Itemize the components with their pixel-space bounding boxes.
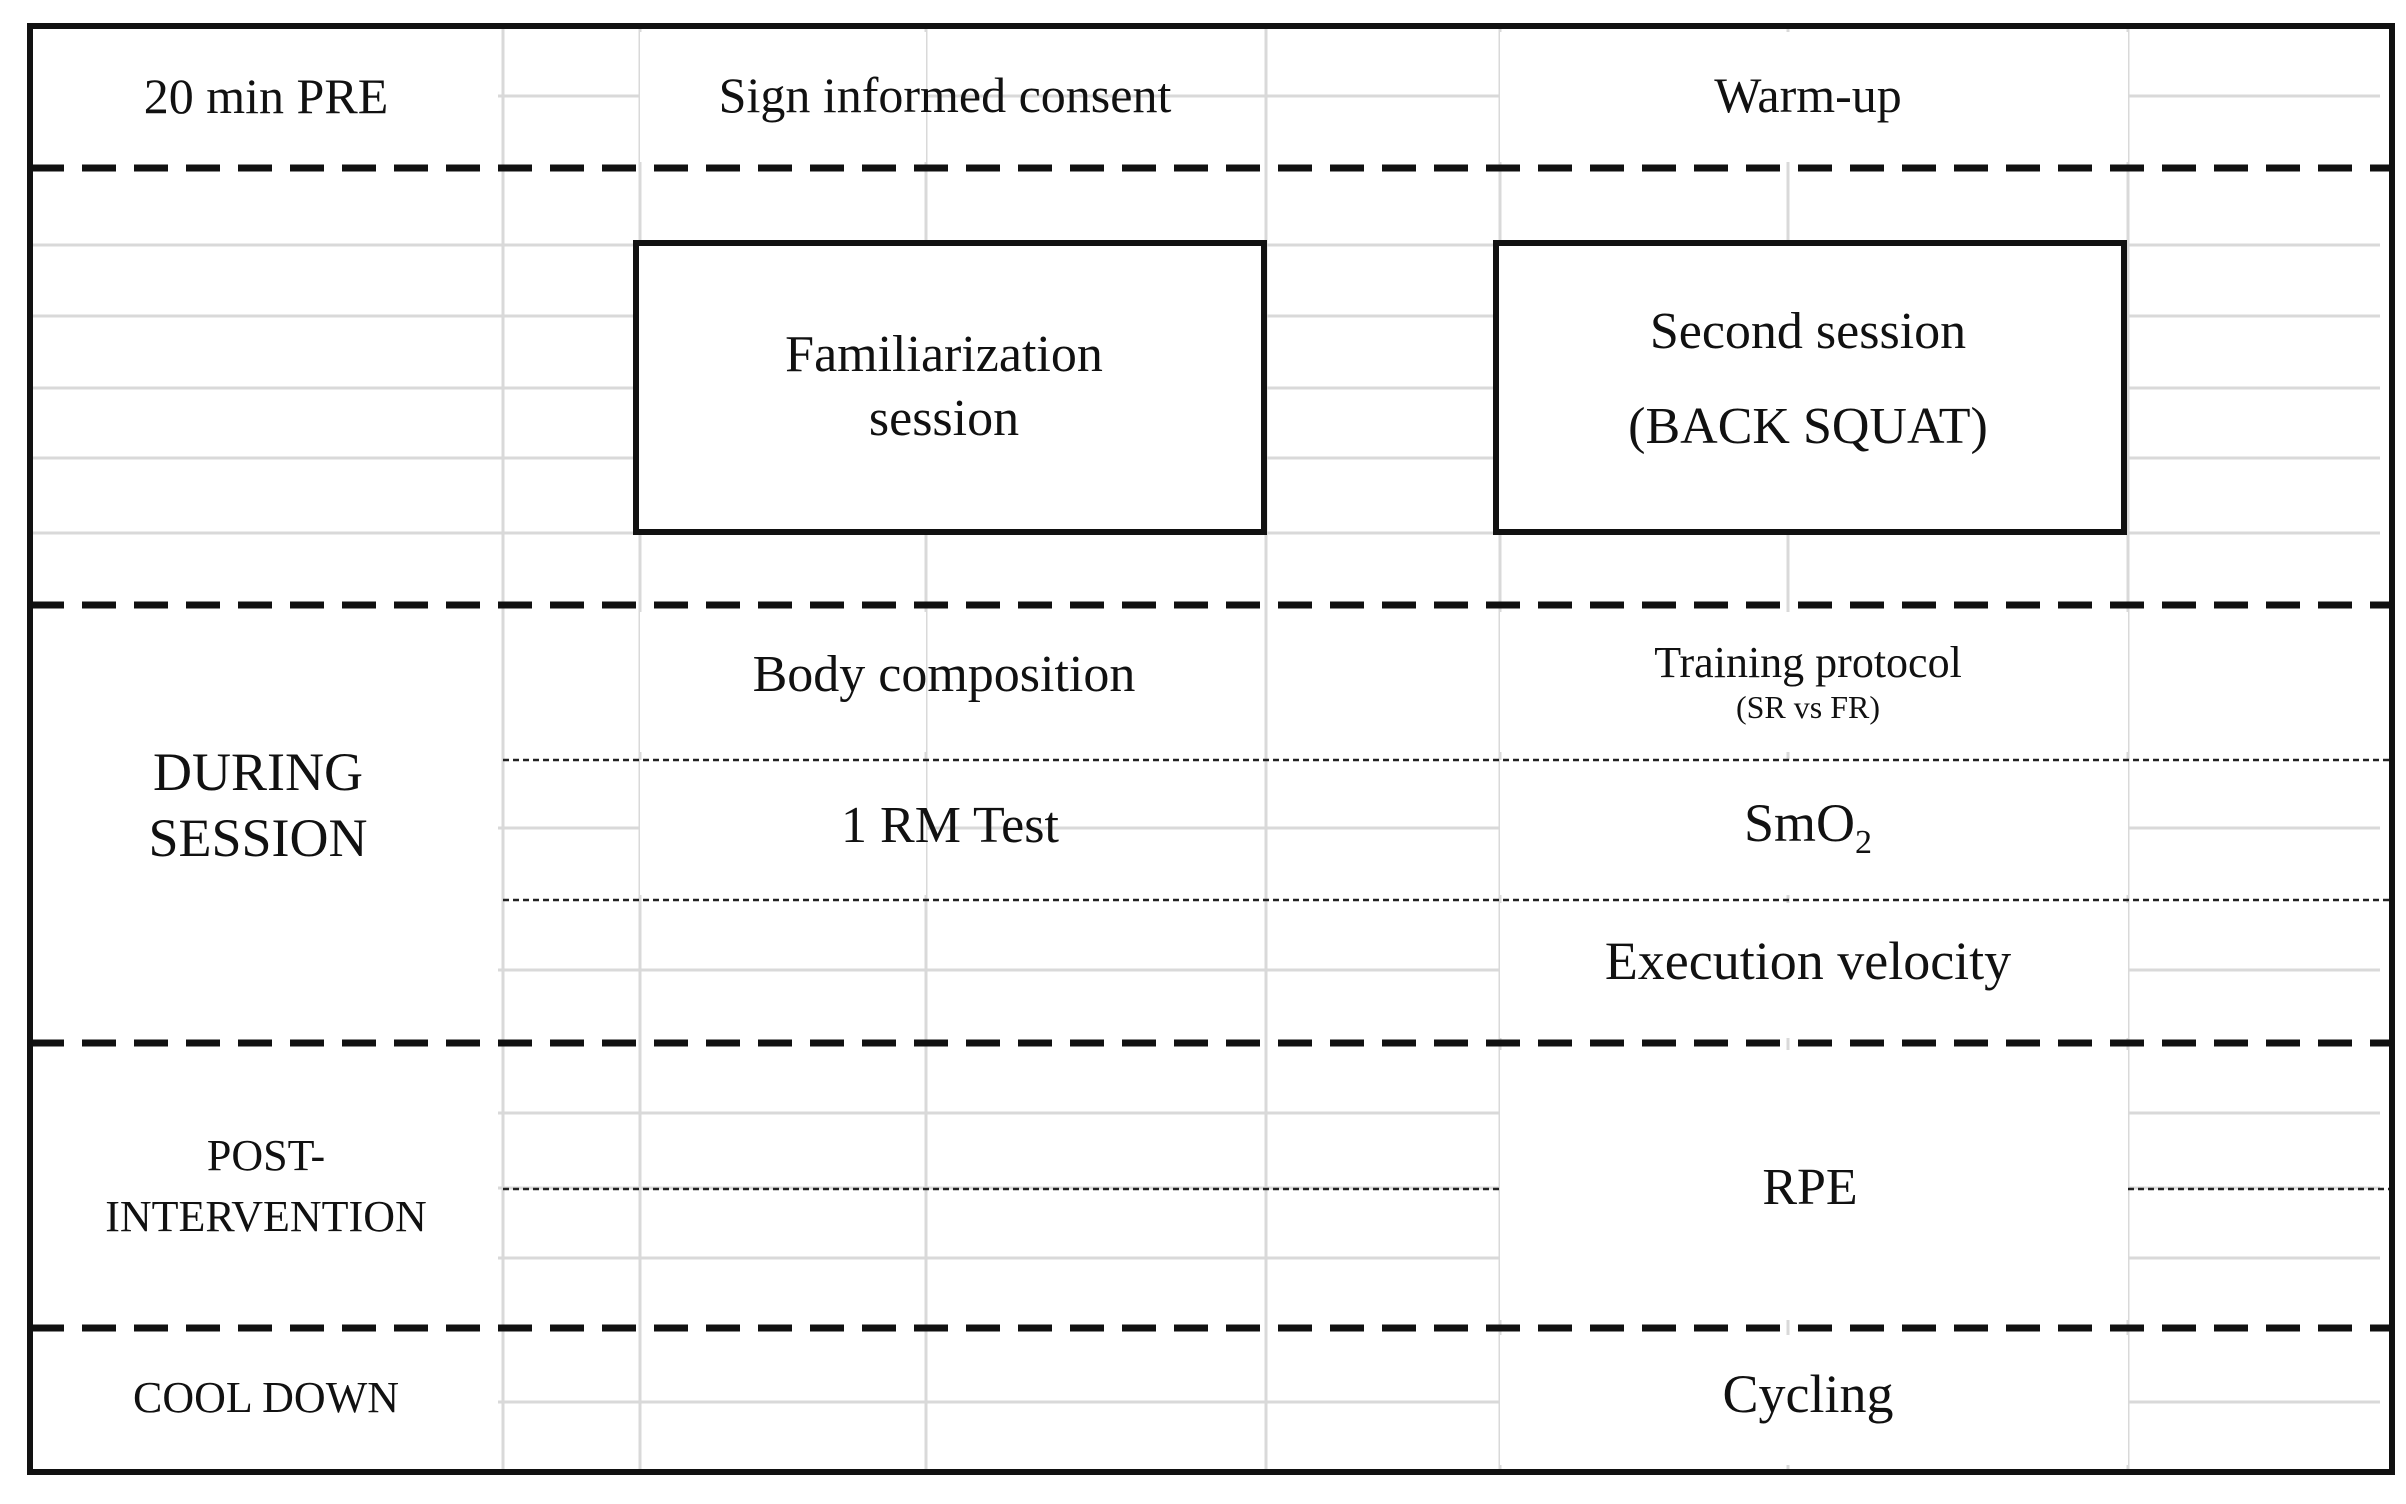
step-body-composition: Body composition: [753, 646, 1136, 703]
step-training-protocol-subtitle: (SR vs FR): [1736, 689, 1880, 725]
familiarization-session-label-line1: Familiarization: [785, 326, 1103, 383]
step-warm-up: Warm-up: [1714, 67, 1902, 123]
smo2-base: SmO: [1744, 793, 1855, 853]
second-session-label-line1: Second session: [1650, 303, 1966, 360]
step-training-protocol: Training protocol: [1654, 638, 1962, 687]
step-informed-consent: Sign informed consent: [719, 67, 1172, 123]
step-execution-velocity: Execution velocity: [1605, 931, 2011, 991]
smo2-subscript: 2: [1855, 824, 1872, 861]
dotted-separators: [503, 758, 2392, 1191]
phase-label-during-line2: SESSION: [148, 808, 367, 868]
phase-label-post-line1: POST-: [207, 1131, 325, 1180]
step-1rm-test: 1 RM Test: [841, 797, 1059, 854]
cell-masks: [32, 32, 2128, 1465]
phase-label-during-line1: DURING: [153, 742, 363, 802]
phase-label-post-line2: INTERVENTION: [105, 1192, 427, 1241]
second-session-label-line2: (BACK SQUAT): [1628, 398, 1988, 455]
phase-label-pre: 20 min PRE: [144, 68, 388, 124]
step-smo2: SmO2: [1744, 793, 1872, 861]
familiarization-session-label-line2: session: [869, 390, 1019, 447]
phase-label-cooldown: COOL DOWN: [133, 1373, 399, 1422]
phase-separators: [30, 164, 2392, 1332]
outer-frame: [27, 23, 2395, 1475]
step-cycling: Cycling: [1723, 1364, 1894, 1424]
step-rpe: RPE: [1762, 1159, 1857, 1216]
second-session-box: [1493, 240, 2127, 535]
familiarization-session-box: [633, 240, 1267, 535]
